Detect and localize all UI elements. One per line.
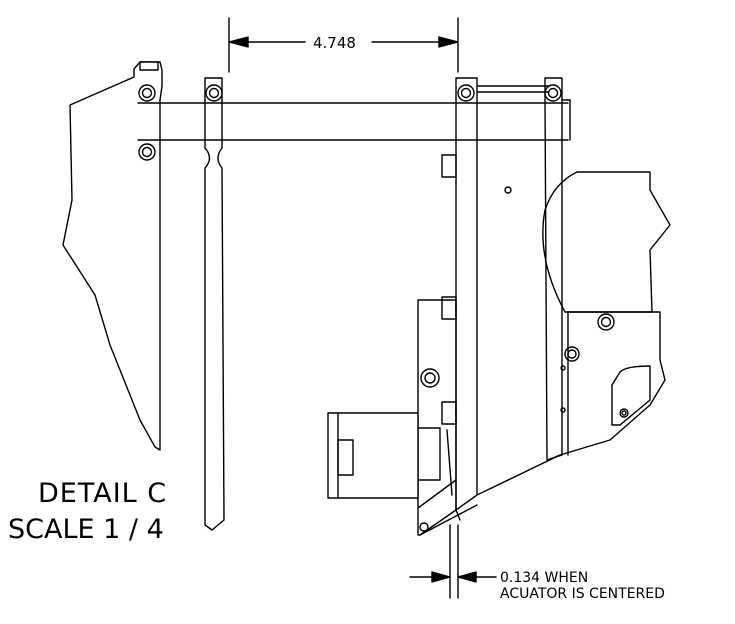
bolt-4: [457, 84, 475, 102]
left-plate: [62, 61, 163, 451]
bolts: [138, 84, 629, 532]
detail-scale: SCALE 1 / 4: [8, 514, 164, 545]
left-arm: [204, 77, 225, 531]
offset-note-line-2: ACUATOR IS CENTERED: [500, 586, 665, 602]
bolt-7: [564, 346, 580, 362]
hardware-blocks: [441, 154, 566, 425]
bolt-2: [138, 143, 156, 161]
center-plate: [455, 77, 478, 511]
offset-note: 0.134 WHEN ACUATOR IS CENTERED: [500, 570, 665, 602]
right-plate: [544, 77, 571, 461]
bolt-1: [138, 84, 156, 102]
right-housing: [542, 171, 671, 461]
bolt-3: [205, 84, 223, 102]
top-dimension-value: 4.748: [311, 34, 358, 52]
bolt-6: [597, 313, 615, 331]
crossbar: [137, 85, 569, 141]
bolt-10: [419, 522, 429, 532]
top-dimension: [228, 17, 459, 73]
offset-note-line-1: 0.134 WHEN: [500, 570, 589, 586]
bolt-8: [420, 368, 440, 388]
bolt-9: [619, 408, 629, 418]
offset-dimension: [409, 524, 497, 599]
actuator: [327, 412, 453, 499]
detail-title: DETAIL C: [38, 478, 168, 509]
lower-bracket: [417, 299, 561, 536]
bolt-5: [544, 84, 562, 102]
